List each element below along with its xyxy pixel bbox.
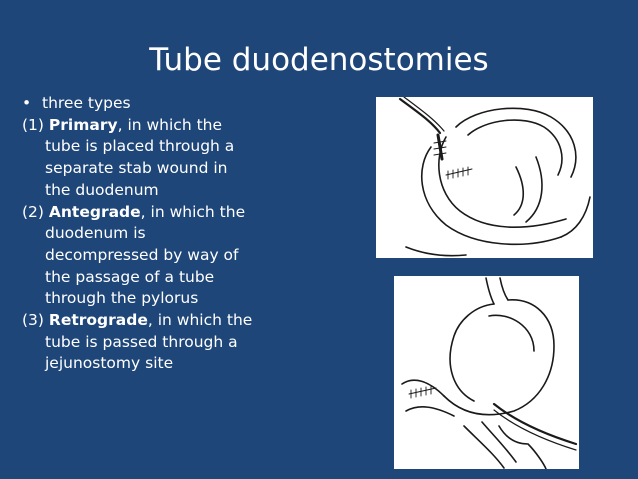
bullet-text: three types bbox=[42, 94, 131, 112]
list-item-primary: (1) Primary, in which the tube is placed… bbox=[22, 115, 322, 202]
primary-duodenostomy-illustration bbox=[376, 97, 593, 258]
item-text: , in which the bbox=[147, 311, 253, 330]
list-item-retrograde: (3) Retrograde, in which the tube is pas… bbox=[22, 310, 322, 375]
item-number: (3) bbox=[22, 311, 44, 330]
stomach-tube-illustration bbox=[394, 276, 579, 469]
item-text-line: duodenum is bbox=[45, 224, 146, 243]
list-item-antegrade: (2) Antegrade, in which the duodenum is … bbox=[22, 202, 322, 311]
slide-body: •three types (1) Primary, in which the t… bbox=[22, 93, 322, 375]
item-text-line: jejunostomy site bbox=[45, 354, 174, 373]
item-term: Primary bbox=[48, 115, 118, 134]
item-text-line: the passage of a tube bbox=[45, 267, 215, 286]
bullet-symbol: • bbox=[22, 94, 32, 112]
item-text-line: decompressed by way of bbox=[45, 245, 239, 264]
item-text-line: the duodenum bbox=[45, 180, 159, 199]
item-number: (1) bbox=[22, 115, 44, 134]
item-number: (2) bbox=[22, 202, 44, 221]
item-term: Antegrade bbox=[48, 202, 141, 221]
item-text-line: separate stab wound in bbox=[45, 159, 228, 178]
item-text: , in which the bbox=[140, 202, 246, 221]
item-term: Retrograde bbox=[48, 311, 148, 330]
bullet-line: • three types bbox=[22, 93, 322, 115]
item-text: , in which the bbox=[117, 115, 223, 134]
item-text-line: through the pylorus bbox=[45, 289, 199, 308]
item-text-line: tube is placed through a bbox=[45, 137, 235, 156]
item-text-line: tube is passed through a bbox=[45, 332, 238, 351]
slide-title: Tube duodenostomies bbox=[149, 42, 489, 78]
